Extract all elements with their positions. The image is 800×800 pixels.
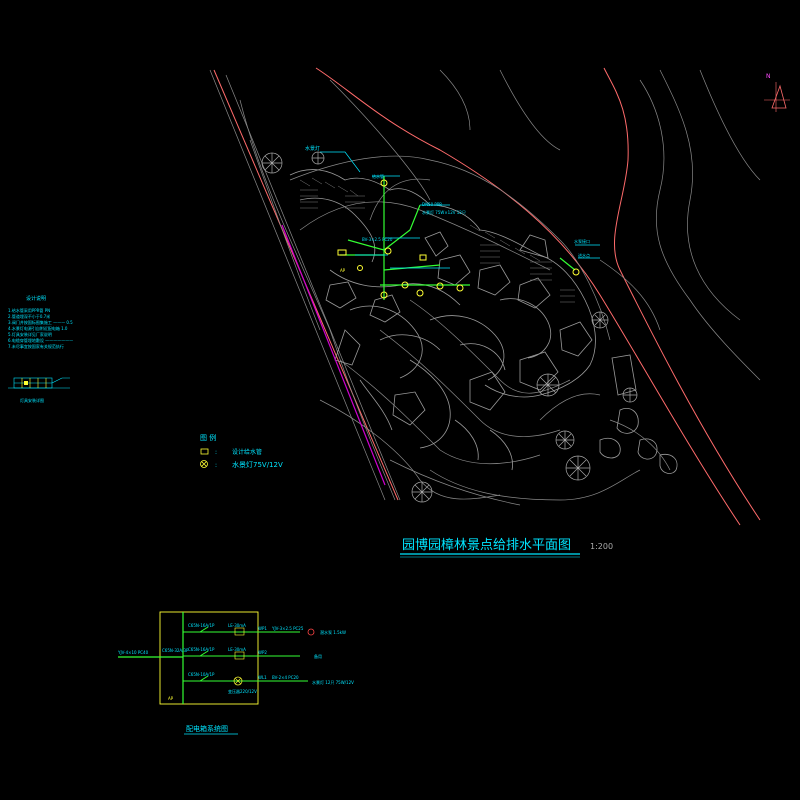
notes-line: 6.电缆穿管埋地敷设 ——————— xyxy=(8,337,73,343)
circuit-breaker: C65N-10A/1P xyxy=(188,672,215,677)
contour-lines xyxy=(209,69,761,506)
detail-caption: 灯具安装详图 xyxy=(20,397,44,403)
legend-circle-x-symbol xyxy=(200,460,208,468)
circuit-id: WP1 xyxy=(258,626,267,631)
circuit-id: WP2 xyxy=(258,650,267,655)
annotation-lamp-top: 水景灯 xyxy=(305,145,320,152)
notes-heading: 设计说明 xyxy=(26,295,46,302)
north-label: N xyxy=(766,73,771,80)
circuit-breaker: C65N-16A/1P xyxy=(188,623,215,628)
drawing-title: 园博园樟林景点给排水平面图 xyxy=(402,538,571,553)
legend-heading: 图 例 xyxy=(200,433,216,442)
drawing-title-block: 园博园樟林景点给排水平面图 1:200 xyxy=(400,538,613,558)
legend-colon: : xyxy=(215,462,217,469)
leader-lines xyxy=(320,151,600,269)
legend-item-text: 水景灯75V/12V xyxy=(232,460,283,469)
notes-line: 3.阀门井按国标图集施工 ——— 0.5 xyxy=(8,319,73,325)
lamp-markers xyxy=(337,179,580,299)
annotation-pipe: 给水管 xyxy=(372,173,384,179)
drawing-scale: 1:200 xyxy=(590,542,613,551)
circuit-load: 备用 xyxy=(314,653,322,659)
detail-drawing: 灯具安装详图 xyxy=(8,377,70,403)
notes-line: 1.给水管采用PPR管 PN xyxy=(8,307,50,313)
annotation-inlet: 进水点 xyxy=(578,252,590,258)
panel-enclosure xyxy=(159,611,259,705)
design-notes: 设计说明 1.给水管采用PPR管 PN 2.管道埋深不小于0.7米 3.阀门井按… xyxy=(8,295,73,349)
circuit-rcd: LE-30mA xyxy=(228,647,246,652)
edge-accent-line xyxy=(281,224,386,486)
circuit-rcd: 变压器220/12V xyxy=(228,688,257,694)
incoming-cable: YJV-4×10 PC40 xyxy=(117,650,149,655)
notes-line: 5.灯具安装详见厂家说明 xyxy=(8,331,52,337)
legend: 图 例 : 设计给水管 : 水景灯75V/12V xyxy=(200,433,283,469)
rock-hatching xyxy=(299,177,575,303)
annotation-ppr: DN50 PPR xyxy=(422,202,442,207)
north-arrow: N xyxy=(764,73,790,112)
water-pipe-network xyxy=(340,176,576,300)
road-boundary xyxy=(213,67,761,526)
annotation-pump: 水泵接口 xyxy=(574,238,590,244)
legend-box-symbol xyxy=(200,448,209,455)
legend-colon: : xyxy=(215,449,217,456)
circuit-rcd: LE-30mA xyxy=(228,623,246,628)
annotation-cable: BV-3×2.5 PC20 xyxy=(362,237,393,242)
annotation-lamp-spec: 水景灯 75W×12V 12只 xyxy=(422,209,466,215)
tree-symbols xyxy=(261,151,638,503)
circuit-load: 水景灯 12只 75W/12V xyxy=(312,679,354,685)
panel-schematic: YJV-4×10 PC40 C65N-32A/3P AP C65N-16A/1P… xyxy=(117,611,354,735)
notes-line: 4.水景灯电源引自附近配电箱 1.0 xyxy=(8,325,68,331)
plan-annotations: 水景灯 给水管 DN50 PPR 水景灯 75W×12V 12只 BV-3×2.… xyxy=(305,145,590,273)
notes-line: 2.管道埋深不小于0.7米 xyxy=(8,313,50,319)
notes-line: 7.未尽事宜按国家有关规范执行 xyxy=(8,343,64,349)
schematic-title: 配电箱系统图 xyxy=(186,724,228,733)
panel-tag: AP xyxy=(168,696,174,701)
rockery-cluster xyxy=(289,169,678,474)
main-breaker: C65N-32A/3P xyxy=(162,648,189,653)
circuit-cable: YJV-3×2.5 PC25 xyxy=(271,626,304,631)
legend-item-text: 设计给水管 xyxy=(232,448,262,456)
circuit-breaker: C65N-16A/1P xyxy=(188,647,215,652)
circuit-id: WL1 xyxy=(258,675,267,680)
circuit-cable: BV-2×4 PC20 xyxy=(272,675,299,680)
circuit-load: 潜水泵 1.5kW xyxy=(320,629,346,635)
annotation-ap: AP xyxy=(340,268,346,273)
